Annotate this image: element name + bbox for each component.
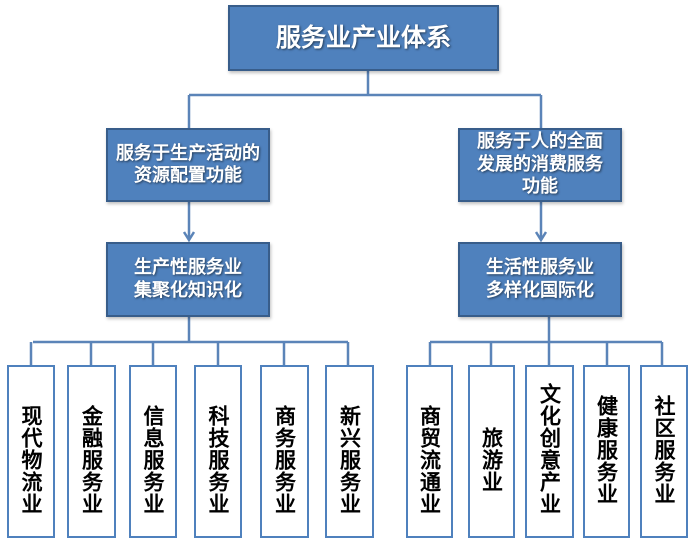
industry-label: 信息服务业 (141, 405, 165, 515)
root-title: 服务业产业体系 (275, 23, 451, 53)
industry-box: 商务服务业 (260, 365, 309, 538)
producer-services-line2: 集聚化知识化 (134, 279, 242, 301)
industry-box: 科技服务业 (194, 365, 242, 538)
consumer-function-box: 服务于人的全面 发展的消费服务 功能 (458, 128, 622, 202)
arrow-left (182, 202, 196, 243)
industry-label: 社区服务业 (652, 395, 676, 505)
root-title-box: 服务业产业体系 (228, 5, 499, 71)
industry-box: 新兴服务业 (325, 365, 374, 538)
consumer-function-line2: 发展的消费服务 (477, 153, 603, 175)
industry-label: 文化创意产业 (537, 383, 562, 515)
industry-box: 社区服务业 (640, 365, 688, 538)
industry-box: 现代物流业 (7, 365, 55, 538)
industry-label: 商务服务业 (272, 405, 297, 515)
industry-label: 商贸流通业 (417, 405, 442, 515)
consumer-services-box: 生活性服务业 多样化国际化 (458, 242, 622, 317)
consumer-services-line2: 多样化国际化 (486, 279, 594, 301)
consumer-services-line1: 生活性服务业 (486, 257, 594, 278)
connector-right-bus (428, 317, 664, 365)
industry-label: 健康服务业 (594, 395, 619, 505)
industry-label: 现代物流业 (19, 405, 43, 515)
industry-box: 文化创意产业 (525, 365, 574, 538)
consumer-function-line3: 功能 (522, 176, 558, 198)
industry-label: 金融服务业 (79, 405, 104, 515)
industry-label: 新兴服务业 (337, 405, 362, 515)
production-function-text: 服务于生产活动的资源配置功能 (116, 142, 260, 187)
industry-label: 科技服务业 (206, 405, 230, 515)
industry-box: 信息服务业 (129, 365, 177, 538)
industry-box: 健康服务业 (583, 365, 630, 538)
producer-services-line1: 生产性服务业 (134, 257, 242, 278)
connector-root (187, 71, 543, 128)
production-function-box: 服务于生产活动的资源配置功能 (106, 128, 270, 202)
connector-left-bus (29, 317, 350, 365)
industry-box: 旅游业 (468, 365, 515, 538)
industry-box: 商贸流通业 (406, 365, 453, 538)
arrow-right (534, 202, 548, 243)
industry-label: 旅游业 (479, 427, 504, 493)
consumer-function-line1: 服务于人的全面 (477, 131, 603, 153)
producer-services-box: 生产性服务业 集聚化知识化 (106, 242, 270, 317)
industry-box: 金融服务业 (67, 365, 116, 538)
